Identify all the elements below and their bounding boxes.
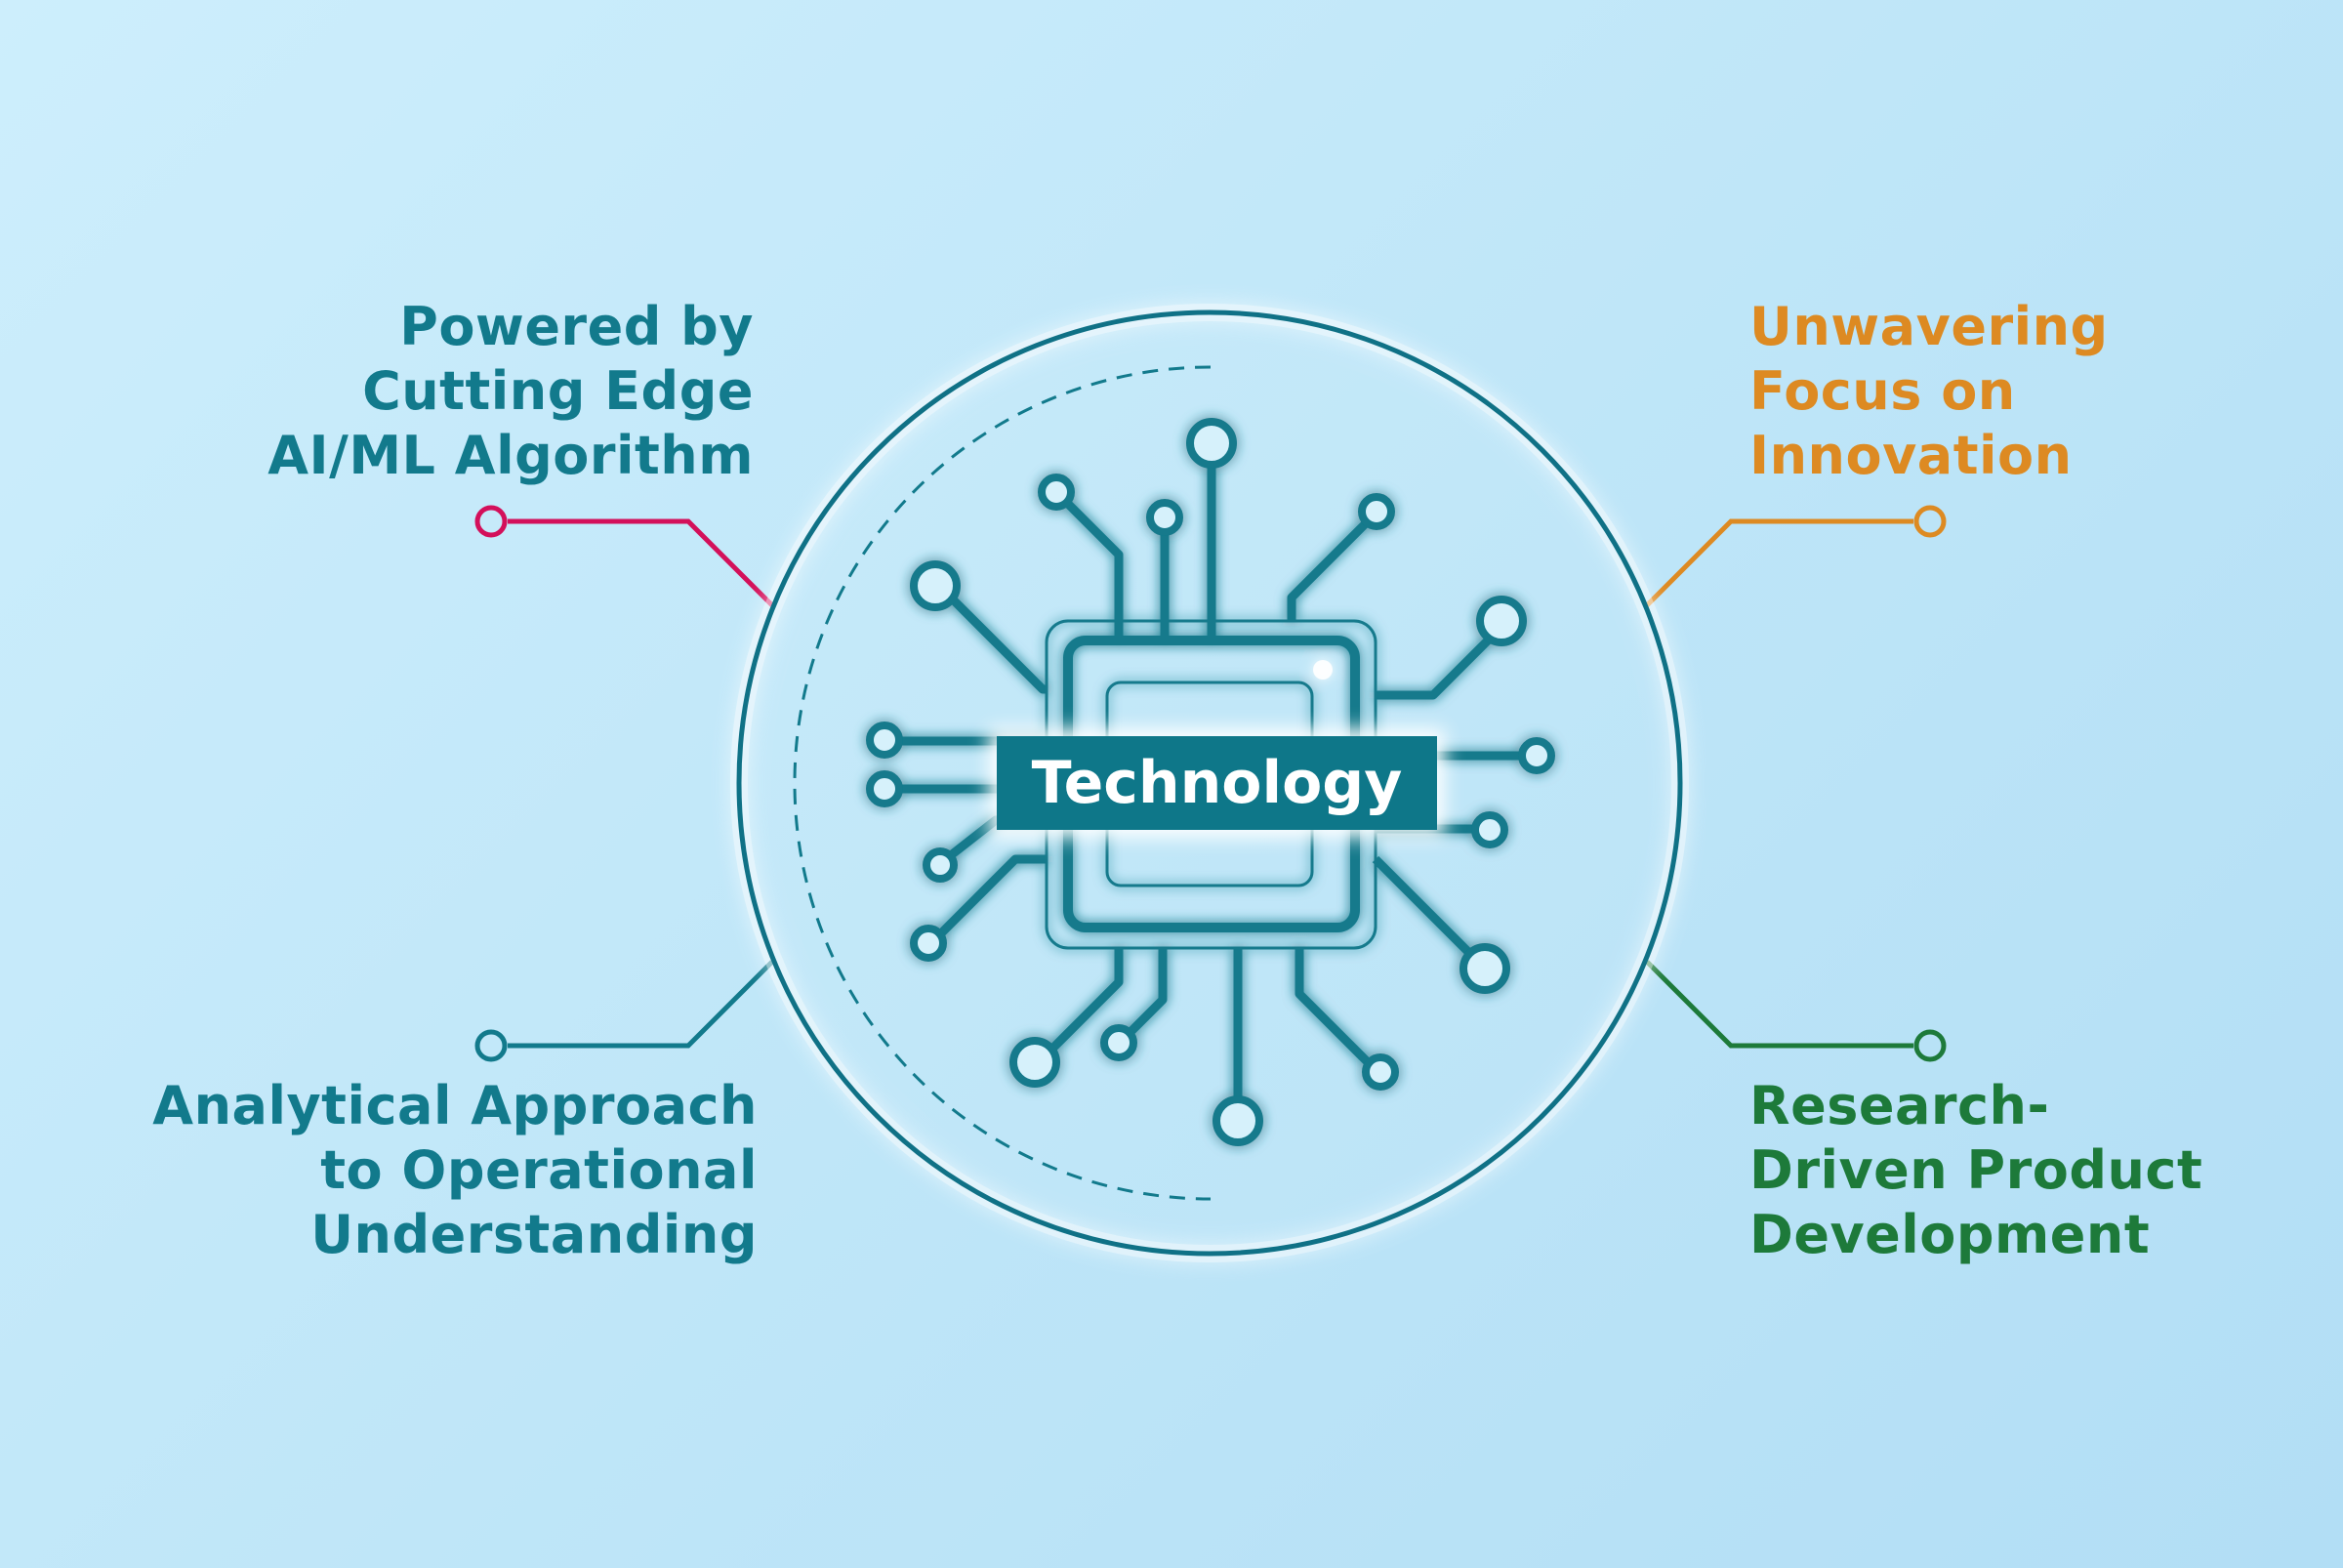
- label-bottom-left: Analytical Approach to Operational Under…: [152, 1075, 758, 1265]
- label-top-right: Unwavering Focus on Innovation: [1749, 296, 2109, 486]
- center-label: Technology: [997, 736, 1437, 830]
- connector-bottom-left: [474, 960, 774, 1062]
- connector-top-right: [1645, 505, 1947, 607]
- label-bottom-right: Research- Driven Product Development: [1749, 1075, 2203, 1265]
- connector-top-left: [474, 505, 774, 607]
- connector-bottom-right: [1645, 960, 1947, 1062]
- outer-ring-stroke: [736, 309, 1683, 1257]
- label-top-left: Powered by Cutting Edge AI/ML Algorithm: [267, 296, 754, 486]
